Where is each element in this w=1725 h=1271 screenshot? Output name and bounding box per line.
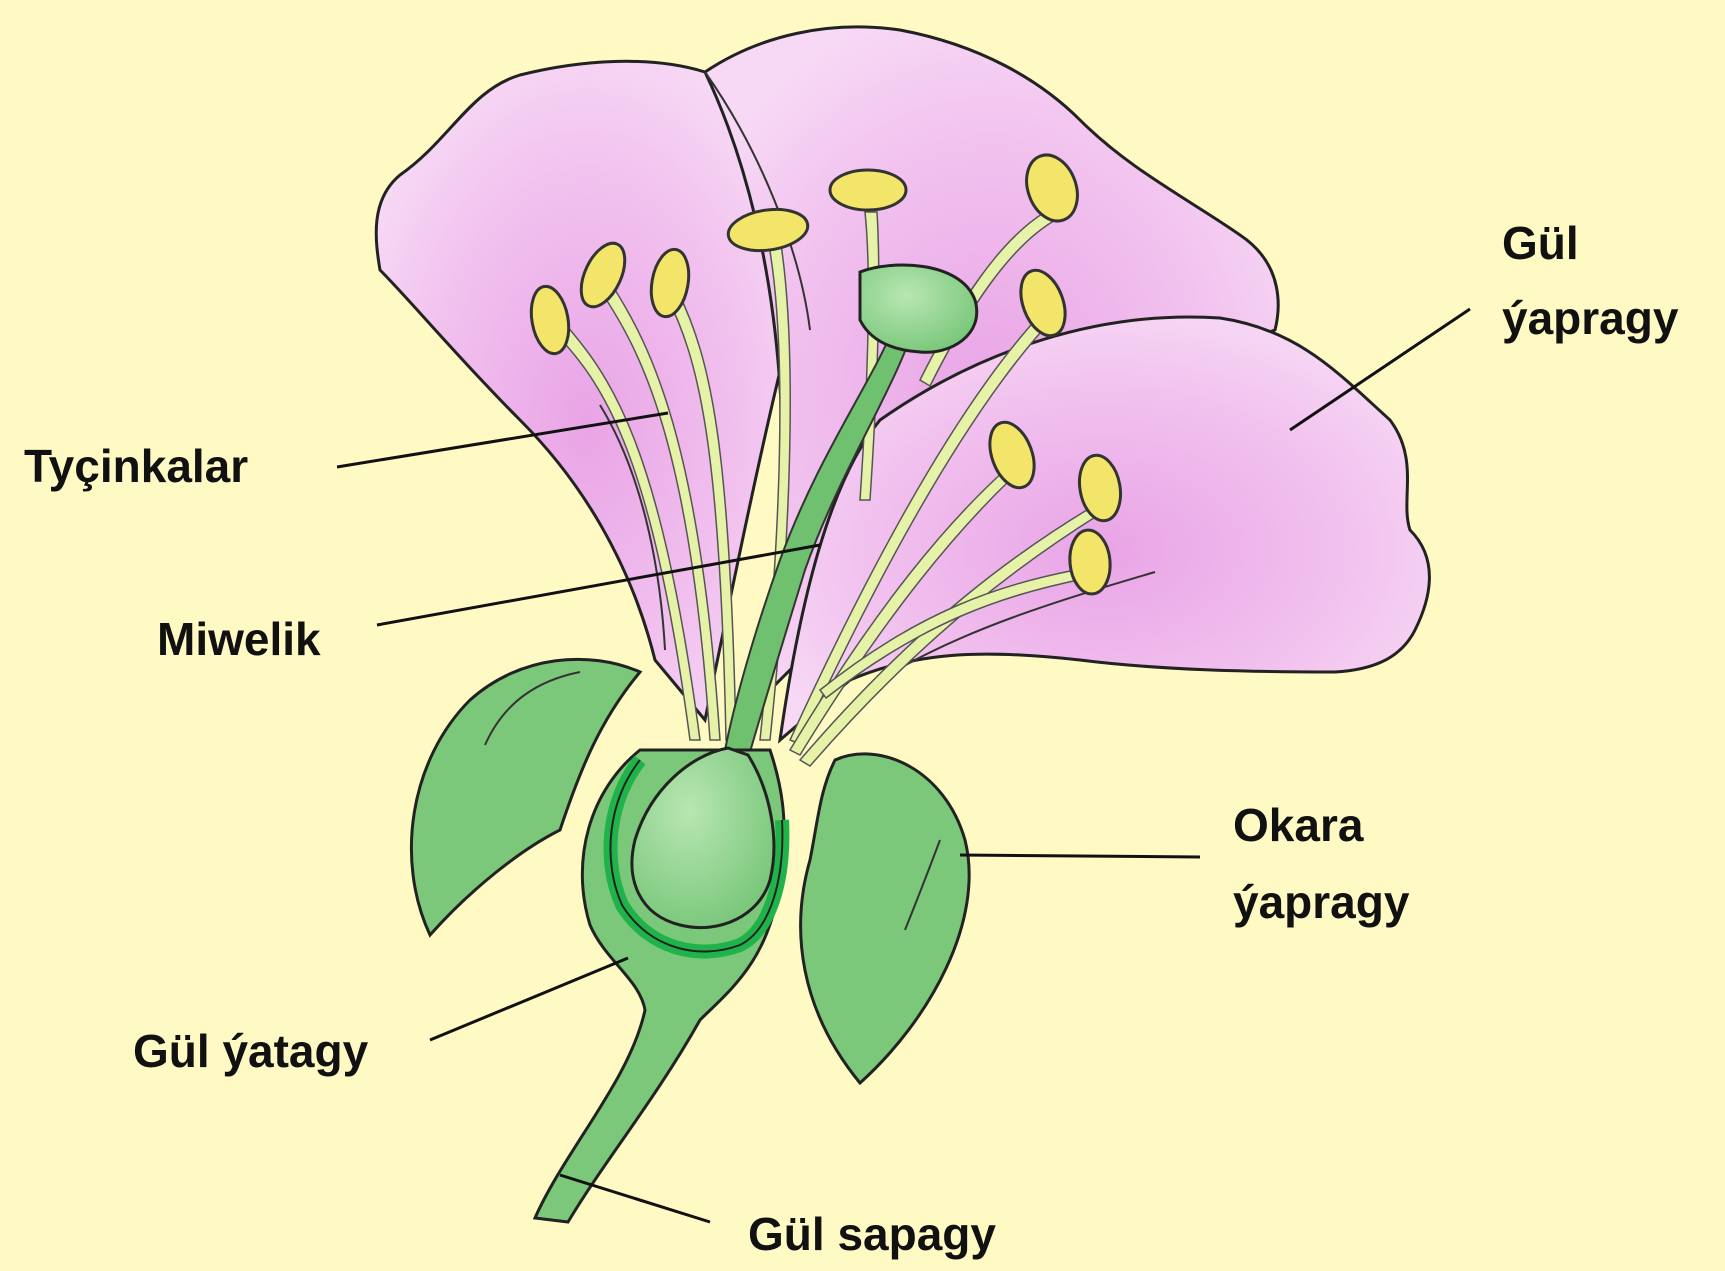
- label-petal-line1: Gül: [1502, 217, 1579, 269]
- leader-pistil: [377, 545, 820, 625]
- pistil-stigma: [860, 265, 977, 352]
- label-stem: Gül sapagy: [748, 1208, 996, 1260]
- label-petal-line2: ýapragy: [1502, 292, 1679, 344]
- label-stamens: Tyçinkalar: [24, 440, 248, 492]
- leader-sepal: [960, 855, 1200, 857]
- label-receptacle: Gül ýatagy: [133, 1025, 369, 1077]
- label-sepal-line1: Okara: [1233, 799, 1364, 851]
- sepal-right: [801, 754, 970, 1083]
- leader-receptacle: [430, 958, 628, 1040]
- label-pistil: Miwelik: [157, 613, 321, 665]
- label-sepal-line2: ýapragy: [1233, 876, 1410, 928]
